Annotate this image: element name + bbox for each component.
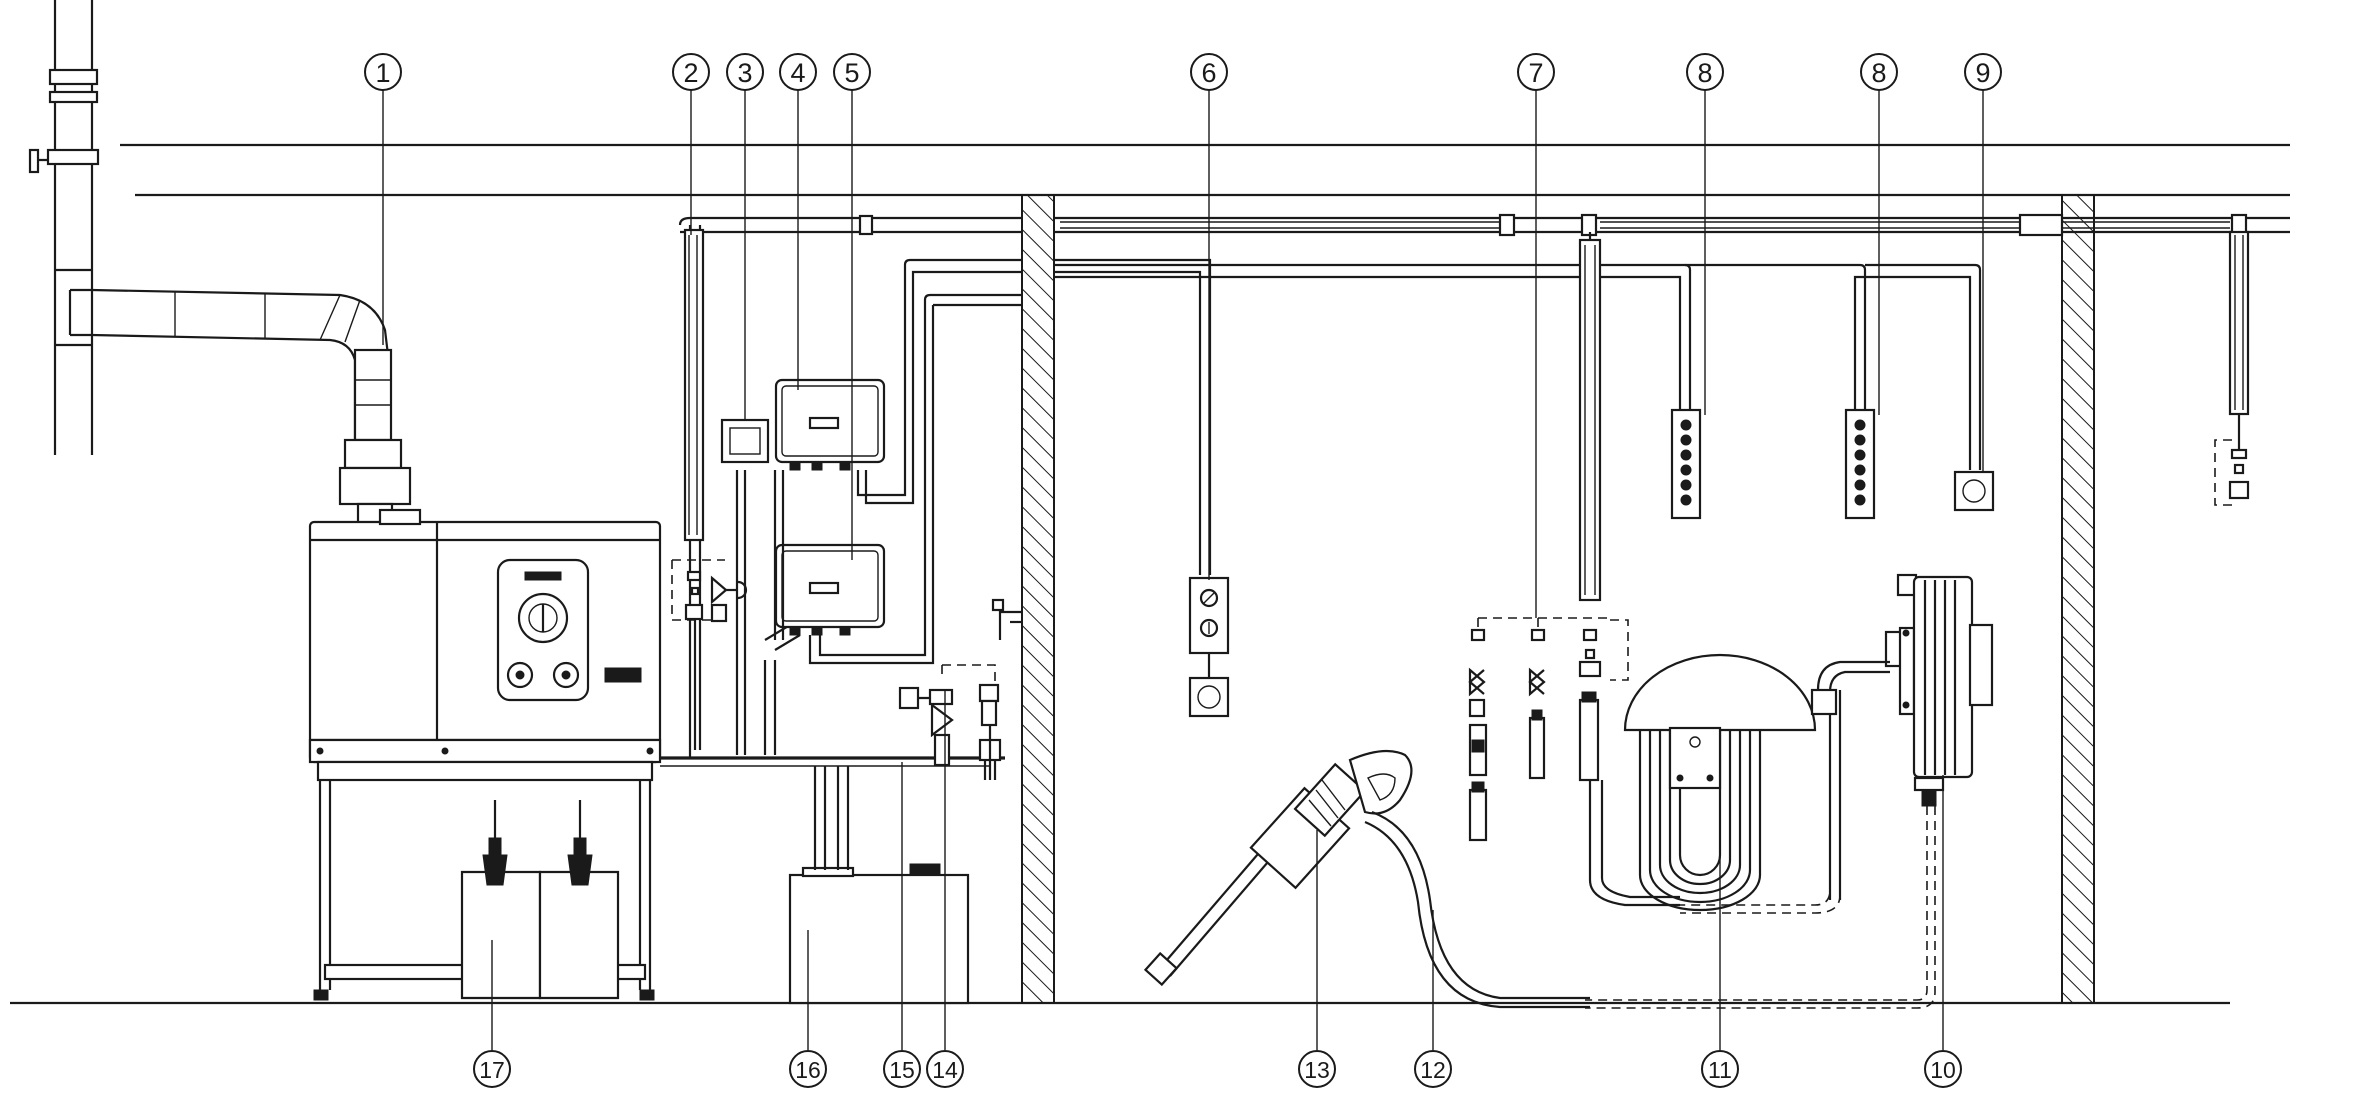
ceiling-main-pipe: [1054, 213, 2290, 237]
callout-3-label: 3: [737, 58, 752, 88]
callout-1: 1: [364, 53, 402, 91]
callout-5: 5: [833, 53, 871, 91]
control-panel: [496, 558, 590, 702]
callout-14-label: 14: [932, 1057, 958, 1083]
callout-11: 11: [1701, 1050, 1739, 1088]
heating-unit: [308, 508, 662, 764]
callout-6: 6: [1190, 53, 1228, 91]
chemical-canisters: [460, 800, 620, 1000]
far-right-drop: [2214, 230, 2250, 506]
callout-10-label: 10: [1930, 1057, 1956, 1083]
callout-17: 17: [473, 1050, 511, 1088]
callout-9: 9: [1964, 53, 2002, 91]
wall-right: [2061, 194, 2095, 1004]
callout-4-label: 4: [790, 58, 805, 88]
callout-7-label: 7: [1528, 58, 1543, 88]
callout-8a: 8: [1686, 53, 1724, 91]
callout-8a-label: 8: [1697, 58, 1712, 88]
callout-16-label: 16: [795, 1057, 821, 1083]
callout-3: 3: [726, 53, 764, 91]
callout-7: 7: [1517, 53, 1555, 91]
water-tank: [788, 863, 970, 1005]
electrical-line: [1054, 258, 1230, 718]
spray-gun: [1143, 749, 1413, 987]
callout-13: 13: [1298, 1050, 1336, 1088]
ceiling-lines: [120, 143, 2290, 197]
dosing-valve-group: [898, 664, 1000, 780]
wall-left: [1021, 194, 1055, 1004]
callout-16: 16: [789, 1050, 827, 1088]
callout-10: 10: [1924, 1050, 1962, 1088]
callout-12: 12: [1414, 1050, 1452, 1088]
remote-switch-box: [1953, 470, 1995, 512]
valve-groups: [1468, 617, 1629, 842]
callout-14: 14: [926, 1050, 964, 1088]
callout-15: 15: [883, 1050, 921, 1088]
callout-8b: 8: [1860, 53, 1898, 91]
control-box-top: [774, 378, 886, 471]
callout-1-label: 1: [375, 58, 390, 88]
control-box-bottom: [774, 543, 886, 636]
fuel-line: [671, 214, 1022, 750]
hose-holder: [1588, 653, 1817, 912]
callout-9-label: 9: [1975, 58, 1990, 88]
distributor-bar-2: [1844, 408, 1876, 520]
callout-8b-label: 8: [1871, 58, 1886, 88]
callout-2-label: 2: [683, 58, 698, 88]
flue-pipe: [68, 288, 412, 528]
callout-2: 2: [672, 53, 710, 91]
spray-hose: [1364, 810, 1590, 1009]
chimney-stack: [28, 0, 100, 455]
distribution-line: [1054, 263, 1982, 470]
callout-15-label: 15: [889, 1057, 915, 1083]
callout-11-label: 11: [1708, 1057, 1732, 1083]
callout-5-label: 5: [844, 58, 859, 88]
callout-13-label: 13: [1304, 1057, 1330, 1083]
supply-drop-pipe: [1578, 232, 1602, 602]
callout-12-label: 12: [1420, 1057, 1446, 1083]
callout-6-label: 6: [1201, 58, 1216, 88]
water-tap: [991, 598, 1022, 640]
control-wiring: [773, 258, 1022, 665]
hose-reel: [1585, 573, 1994, 1009]
callout-4: 4: [779, 53, 817, 91]
distributor-bar-1: [1670, 408, 1702, 520]
reel-feed-elbow: [1680, 660, 1890, 914]
leader-lines: [382, 90, 1984, 1050]
mains-switch: [720, 418, 770, 464]
callout-17-label: 17: [479, 1057, 505, 1083]
